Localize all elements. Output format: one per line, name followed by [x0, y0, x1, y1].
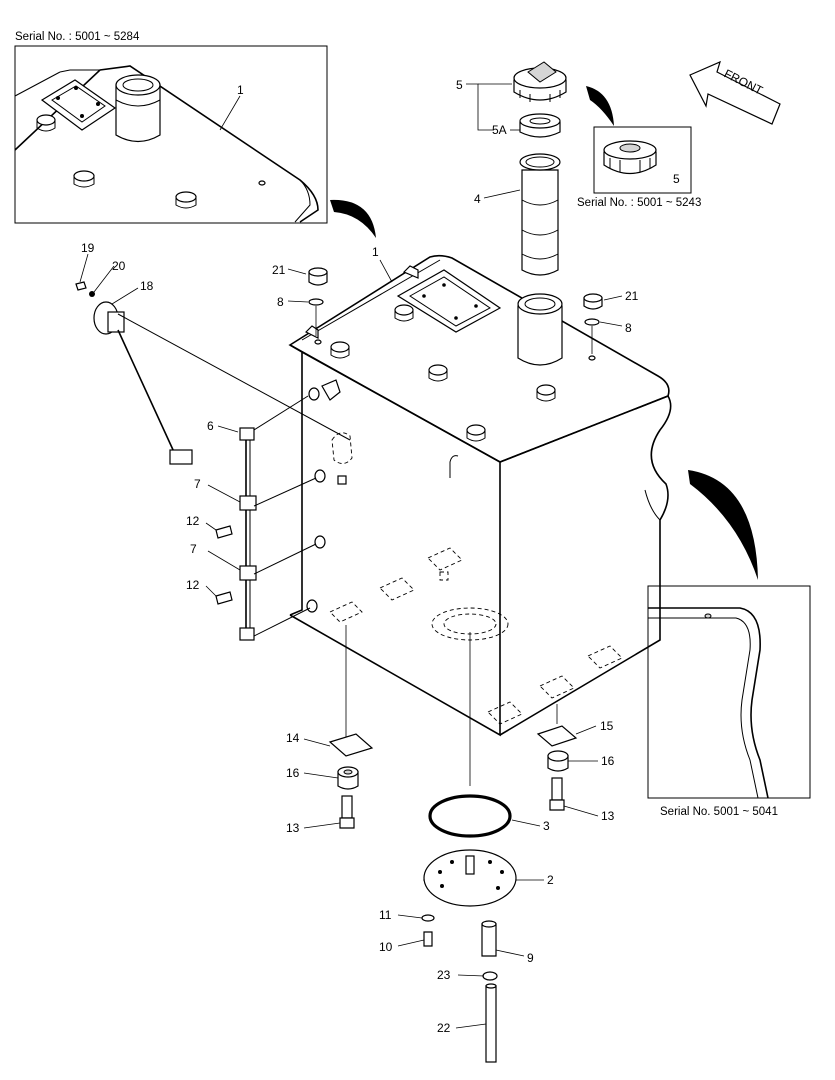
callout-7-lower: 7 [190, 542, 197, 556]
callout-13-left: 13 [286, 821, 300, 835]
callout-12-upper: 12 [186, 514, 200, 528]
detail-arrow-top-left [330, 199, 376, 238]
callout-12-lower: 12 [186, 578, 200, 592]
plug-21-left [308, 267, 328, 336]
mounting-parts-left [328, 625, 374, 829]
callout-3: 3 [543, 819, 550, 833]
callout-13-right: 13 [601, 809, 615, 823]
plug-21-right [583, 293, 603, 354]
callout-5: 5 [456, 78, 463, 92]
filler-cap-assembly [513, 61, 567, 276]
detail-box-cap: 5 Serial No. : 5001 ~ 5243 [577, 126, 701, 209]
leader-lines [79, 83, 623, 1029]
detail-arrow-cap [586, 86, 614, 126]
detail-box-top-left: Serial No. : 5001 ~ 5284 1 [14, 31, 328, 224]
serial-note-top-left: Serial No. : 5001 ~ 5284 [15, 31, 140, 43]
tank-top-bosses [314, 304, 596, 442]
callout-15: 15 [600, 719, 614, 733]
bottom-cover-parts [421, 632, 518, 1063]
callout-18: 18 [140, 279, 154, 293]
callout-16-right: 16 [601, 754, 615, 768]
callout-6: 6 [207, 419, 214, 433]
callout-8-left: 8 [277, 295, 284, 309]
callout-20: 20 [112, 259, 126, 273]
callout-numbers: 5 5A 4 21 8 21 8 19 20 18 6 7 12 7 12 14… [81, 78, 639, 1035]
callout-11: 11 [379, 908, 392, 922]
callout-23: 23 [437, 968, 451, 982]
detail-box-right: Serial No. 5001 ~ 5041 [647, 585, 811, 818]
callout-10: 10 [379, 940, 393, 954]
callout-1-tank: 1 [372, 245, 379, 259]
callout-9: 9 [527, 951, 534, 965]
level-switch-assembly [75, 281, 351, 465]
mounting-parts-right [536, 704, 578, 811]
callout-1-detail: 1 [237, 83, 244, 97]
callout-21-right: 21 [625, 289, 639, 303]
callout-21-left: 21 [272, 263, 286, 277]
level-gauge-assembly [215, 395, 317, 641]
callout-5-detail: 5 [673, 172, 680, 186]
serial-note-cap: Serial No. : 5001 ~ 5243 [577, 197, 701, 209]
hydraulic-tank: 1 [288, 245, 672, 737]
callout-19: 19 [81, 241, 95, 255]
callout-14: 14 [286, 731, 300, 745]
callout-22: 22 [437, 1021, 451, 1035]
callout-16-left: 16 [286, 766, 300, 780]
callout-7-upper: 7 [194, 477, 201, 491]
callout-4: 4 [474, 192, 481, 206]
callout-5a: 5A [492, 123, 507, 137]
callout-8-right: 8 [625, 321, 632, 335]
front-direction-arrow: FRONT [689, 60, 781, 125]
callout-2: 2 [547, 873, 554, 887]
detail-arrow-right [688, 470, 758, 580]
serial-note-right: Serial No. 5001 ~ 5041 [660, 806, 778, 818]
